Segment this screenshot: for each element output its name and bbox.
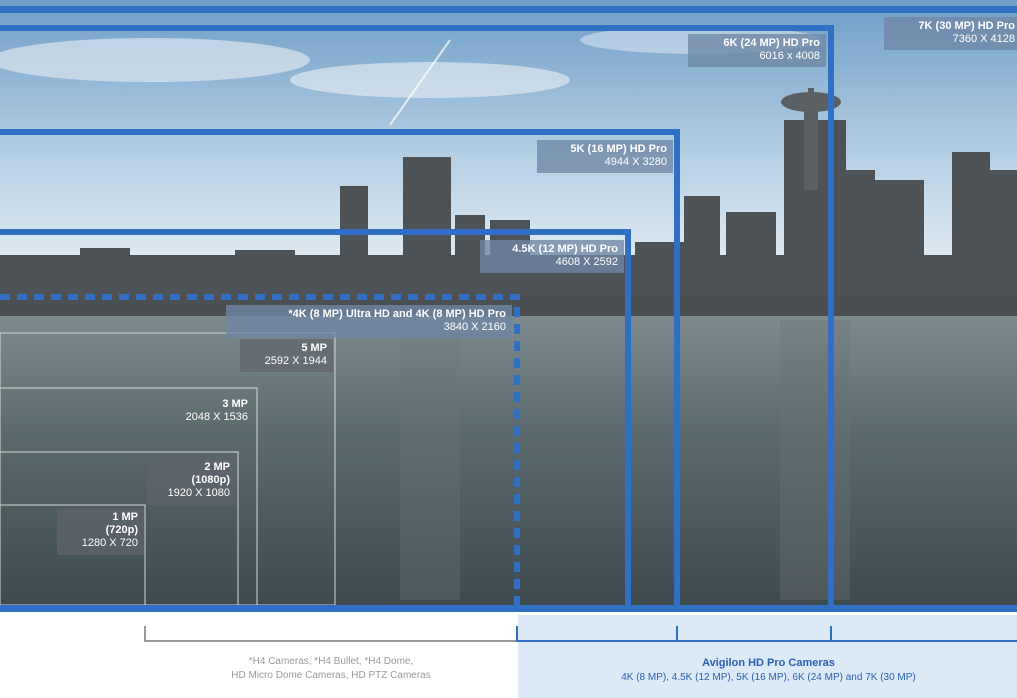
label-1mp: 1 MP (720p) 1280 X 720 [57,508,144,555]
frame-7k [0,6,1017,13]
label-1mp-title: 1 MP [112,511,138,523]
frame-bottom-bar [0,605,1017,612]
frame-4-5k [0,229,631,608]
label-6k-title: 6K (24 MP) HD Pro [723,37,820,49]
label-4-5k: 4.5K (12 MP) HD Pro 4608 X 2592 [480,240,624,274]
label-4k: *4K (8 MP) Ultra HD and 4K (8 MP) HD Pro… [226,305,512,339]
h4-bracket [144,626,518,642]
label-6k-res: 6016 x 4008 [759,50,820,63]
label-3mp: 3 MP 2048 X 1536 [160,395,254,428]
label-4k-title: *4K (8 MP) Ultra HD and 4K (8 MP) HD Pro [288,308,506,320]
label-2mp-subtitle: (1080p) [191,474,230,487]
h4-footer-line1: *H4 Cameras, *H4 Bullet, *H4 Dome, [248,656,414,667]
frame-4k [0,294,520,608]
label-1mp-res: 1280 X 720 [81,537,138,550]
pro-footer-line: 4K (8 MP), 4.5K (12 MP), 5K (16 MP), 6K … [621,671,916,683]
label-3mp-title: 3 MP [222,398,248,410]
pro-footer: Avigilon HD Pro Cameras 4K (8 MP), 4.5K … [520,656,1017,684]
h4-footer: *H4 Cameras, *H4 Bullet, *H4 Dome, HD Mi… [150,655,512,682]
label-5k-title: 5K (16 MP) HD Pro [570,143,667,155]
h4-footer-line2: HD Micro Dome Cameras, HD PTZ Cameras [231,669,431,681]
label-5mp-title: 5 MP [301,342,327,354]
label-5k: 5K (16 MP) HD Pro 4944 X 3280 [537,140,673,174]
label-2mp: 2 MP (1080p) 1920 X 1080 [147,458,236,505]
label-5k-res: 4944 X 3280 [604,156,667,169]
label-1mp-subtitle: (720p) [105,524,138,537]
label-3mp-res: 2048 X 1536 [185,411,248,424]
label-7k-title: 7K (30 MP) HD Pro [918,20,1015,32]
pro-bracket [516,626,1017,642]
frame-5k [0,129,680,608]
frame-6k [0,25,834,608]
label-5mp: 5 MP 2592 X 1944 [240,339,333,373]
label-6k: 6K (24 MP) HD Pro 6016 x 4008 [688,34,826,68]
label-2mp-res: 1920 X 1080 [167,487,230,500]
label-4k-res: 3840 X 2160 [443,321,506,334]
label-4-5k-res: 4608 X 2592 [555,256,618,269]
pro-footer-background [518,615,1017,698]
label-7k-res: 7360 X 4128 [952,33,1015,46]
pro-footer-title: Avigilon HD Pro Cameras [702,657,835,669]
label-7k: 7K (30 MP) HD Pro 7360 X 4128 [884,17,1017,51]
label-2mp-title: 2 MP [204,461,230,473]
label-4-5k-title: 4.5K (12 MP) HD Pro [512,243,618,255]
label-5mp-res: 2592 X 1944 [264,355,327,368]
